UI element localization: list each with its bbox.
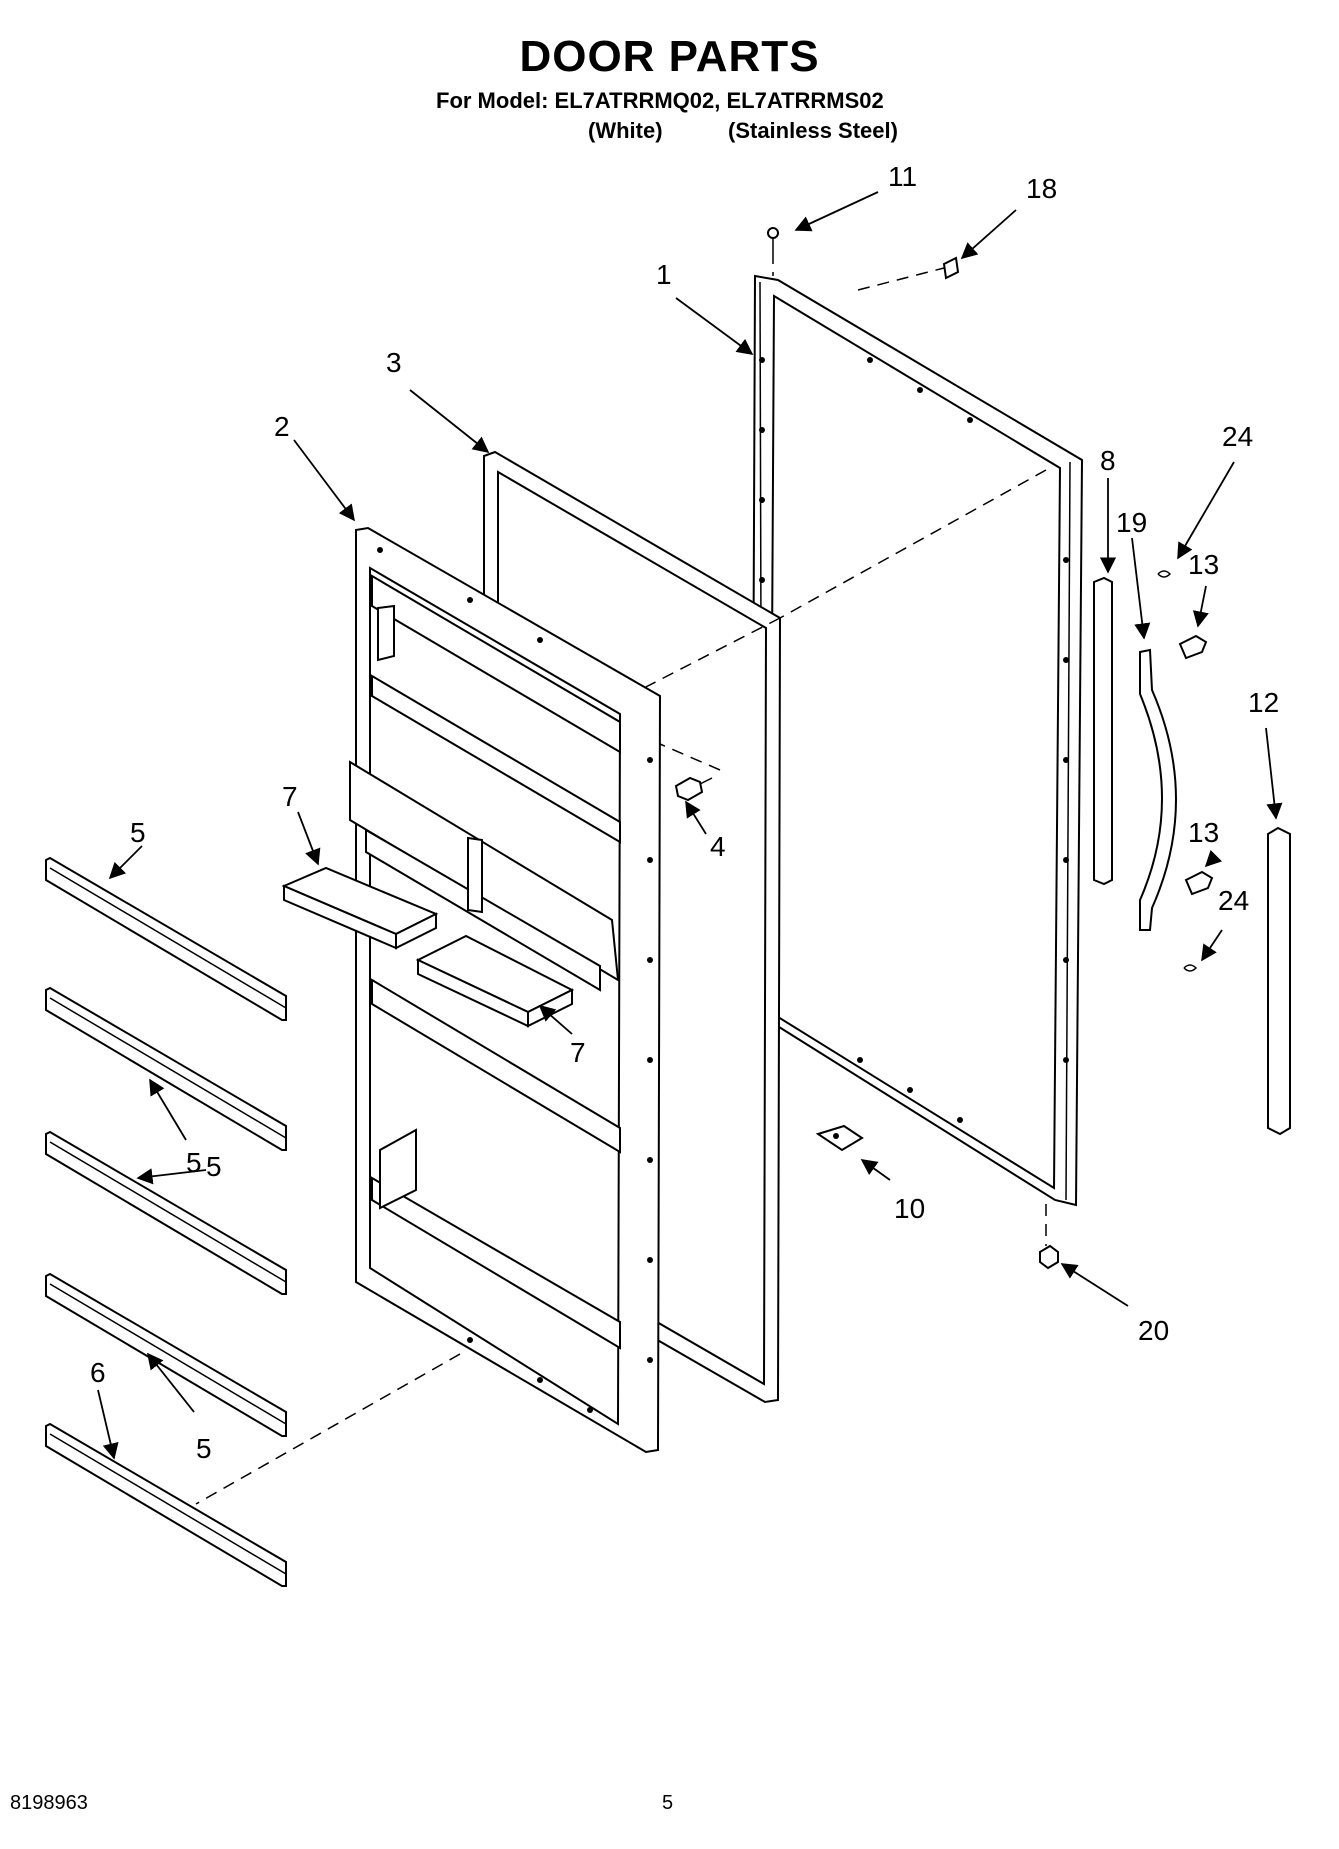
trim-strip-6 <box>45 1422 287 1587</box>
model-line: For Model: EL7ATRRMQ02, EL7ATRRMS02 <box>436 88 884 113</box>
callout-6: 6 <box>90 1357 106 1388</box>
clip-18 <box>942 256 960 280</box>
door-shelf-lower <box>415 934 575 1028</box>
callout-4: 4 <box>710 831 726 862</box>
callout-13-upper: 13 <box>1188 549 1219 580</box>
door-handle <box>1139 648 1177 931</box>
callout-5-3: 5 <box>206 1151 222 1182</box>
page-number: 5 <box>662 1792 674 1814</box>
hinge-bracket-10 <box>815 1124 864 1152</box>
callout-18: 18 <box>1026 173 1057 204</box>
screw-4 <box>674 776 713 802</box>
callout-11: 11 <box>888 161 917 192</box>
screw-13-lower <box>1184 870 1214 896</box>
callout-7-lower: 7 <box>570 1037 586 1068</box>
callout-24-lower: 24 <box>1218 885 1249 916</box>
alignment-lines <box>195 252 1047 1505</box>
screw-11 <box>767 227 779 252</box>
callout-10: 10 <box>894 1193 925 1224</box>
variant-steel-label: (Stainless Steel) <box>728 118 898 143</box>
plug-24-lower <box>1183 964 1198 972</box>
callout-7-upper: 7 <box>282 781 298 812</box>
screw-13-upper <box>1178 634 1208 660</box>
trim-strip-2 <box>45 986 287 1151</box>
trim-strip-4 <box>45 1272 287 1437</box>
page-title: DOOR PARTS <box>519 32 820 81</box>
trim-strip-1 <box>45 856 287 1021</box>
callout-2: 2 <box>274 411 290 442</box>
callout-24-upper: 24 <box>1222 421 1253 452</box>
callout-13-lower: 13 <box>1188 817 1219 848</box>
bushing-20 <box>1039 1244 1059 1270</box>
callout-3: 3 <box>386 347 402 378</box>
callout-19: 19 <box>1116 507 1147 538</box>
callout-5-2: 5 <box>186 1147 202 1178</box>
callout-20: 20 <box>1138 1315 1169 1346</box>
plug-24-upper <box>1157 570 1172 578</box>
trim-strip-3 <box>45 1130 287 1295</box>
callout-8: 8 <box>1100 445 1116 476</box>
document-number: 8198963 <box>10 1792 88 1814</box>
door-shelf-upper <box>281 866 439 950</box>
variant-white-label: (White) <box>588 118 663 143</box>
callout-5-1: 5 <box>130 817 146 848</box>
callout-5-4: 5 <box>196 1433 212 1464</box>
side-trim-strip <box>1267 826 1291 1136</box>
outer-door-panel <box>750 274 1084 1207</box>
handle-trim <box>1093 576 1113 886</box>
leader-lines <box>97 191 1283 1460</box>
callout-1: 1 <box>656 259 672 290</box>
callout-12: 12 <box>1248 687 1279 718</box>
